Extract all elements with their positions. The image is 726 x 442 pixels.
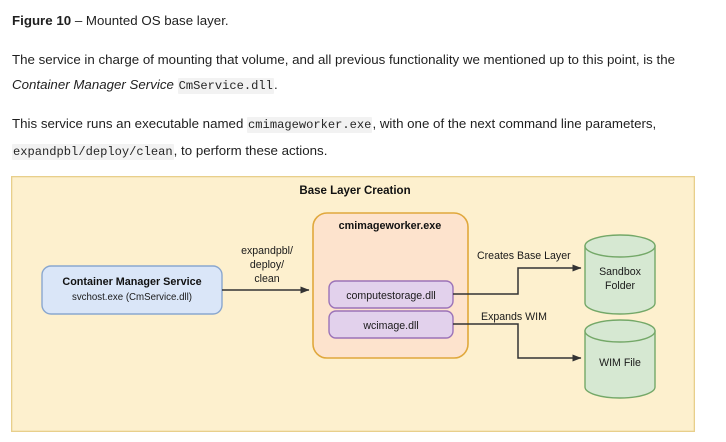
article-text: Figure 10 – Mounted OS base layer. The s… bbox=[12, 8, 714, 177]
figure-caption-text: Mounted OS base layer. bbox=[85, 13, 229, 28]
run-text: The service in charge of mounting that v… bbox=[12, 52, 676, 67]
container-manager-service-title: Container Manager Service bbox=[62, 276, 201, 288]
arrow-creates-base-layer: Creates Base Layer bbox=[453, 250, 582, 295]
run-text: , to perform these actions. bbox=[173, 143, 328, 158]
run-period: . bbox=[273, 77, 278, 92]
run-italic: Container Manager Service bbox=[12, 77, 174, 92]
run-text: This service runs an executable named bbox=[12, 116, 248, 131]
computestorage-dll-label: computestorage.dll bbox=[346, 290, 436, 302]
figure-caption-dash: – bbox=[71, 13, 86, 28]
edge-label-expandpbl-line1: expandpbl/ bbox=[241, 245, 293, 257]
code-cmservice-dll: CmService.dll bbox=[177, 78, 274, 94]
wim-file-label-line1: WIM File bbox=[599, 357, 641, 369]
diagram-title: Base Layer Creation bbox=[299, 185, 410, 197]
arrow-expands-wim: Expands WIM bbox=[453, 311, 582, 362]
container-manager-service-box[interactable] bbox=[41, 265, 223, 315]
cmimageworker-title: cmimageworker.exe bbox=[339, 220, 442, 232]
sandbox-folder-label-line2: Folder bbox=[605, 280, 635, 292]
arrow-cm-to-worker: expandpbl/ deploy/ clean bbox=[222, 245, 310, 294]
run-text: , with one of the next command line para… bbox=[372, 116, 657, 131]
paragraph-executable: This service runs an executable named cm… bbox=[12, 111, 714, 165]
wim-file-cylinder[interactable]: WIM File bbox=[584, 319, 656, 399]
edge-label-creates-base-layer: Creates Base Layer bbox=[477, 250, 571, 262]
edge-label-expandpbl-line3: clean bbox=[254, 273, 279, 285]
container-manager-service-subtitle: svchost.exe (CmService.dll) bbox=[72, 292, 192, 303]
code-cmimageworker-exe: cmimageworker.exe bbox=[247, 117, 373, 133]
sandbox-folder-label-line1: Sandbox bbox=[599, 266, 642, 278]
wcimage-dll-label: wcimage.dll bbox=[362, 320, 418, 332]
edge-label-expands-wim: Expands WIM bbox=[481, 311, 547, 323]
edge-label-expandpbl-line2: deploy/ bbox=[250, 259, 284, 271]
figure-caption-label: Figure 10 bbox=[12, 13, 72, 28]
paragraph-service: The service in charge of mounting that v… bbox=[12, 47, 714, 99]
sandbox-folder-cylinder[interactable]: Sandbox Folder bbox=[584, 234, 656, 315]
code-command-parameters: expandpbl/deploy/clean bbox=[12, 144, 174, 160]
figure-10-diagram: Base Layer Creation cmimageworker.exe Co… bbox=[11, 176, 695, 432]
figure-caption: Figure 10 – Mounted OS base layer. bbox=[12, 8, 714, 33]
